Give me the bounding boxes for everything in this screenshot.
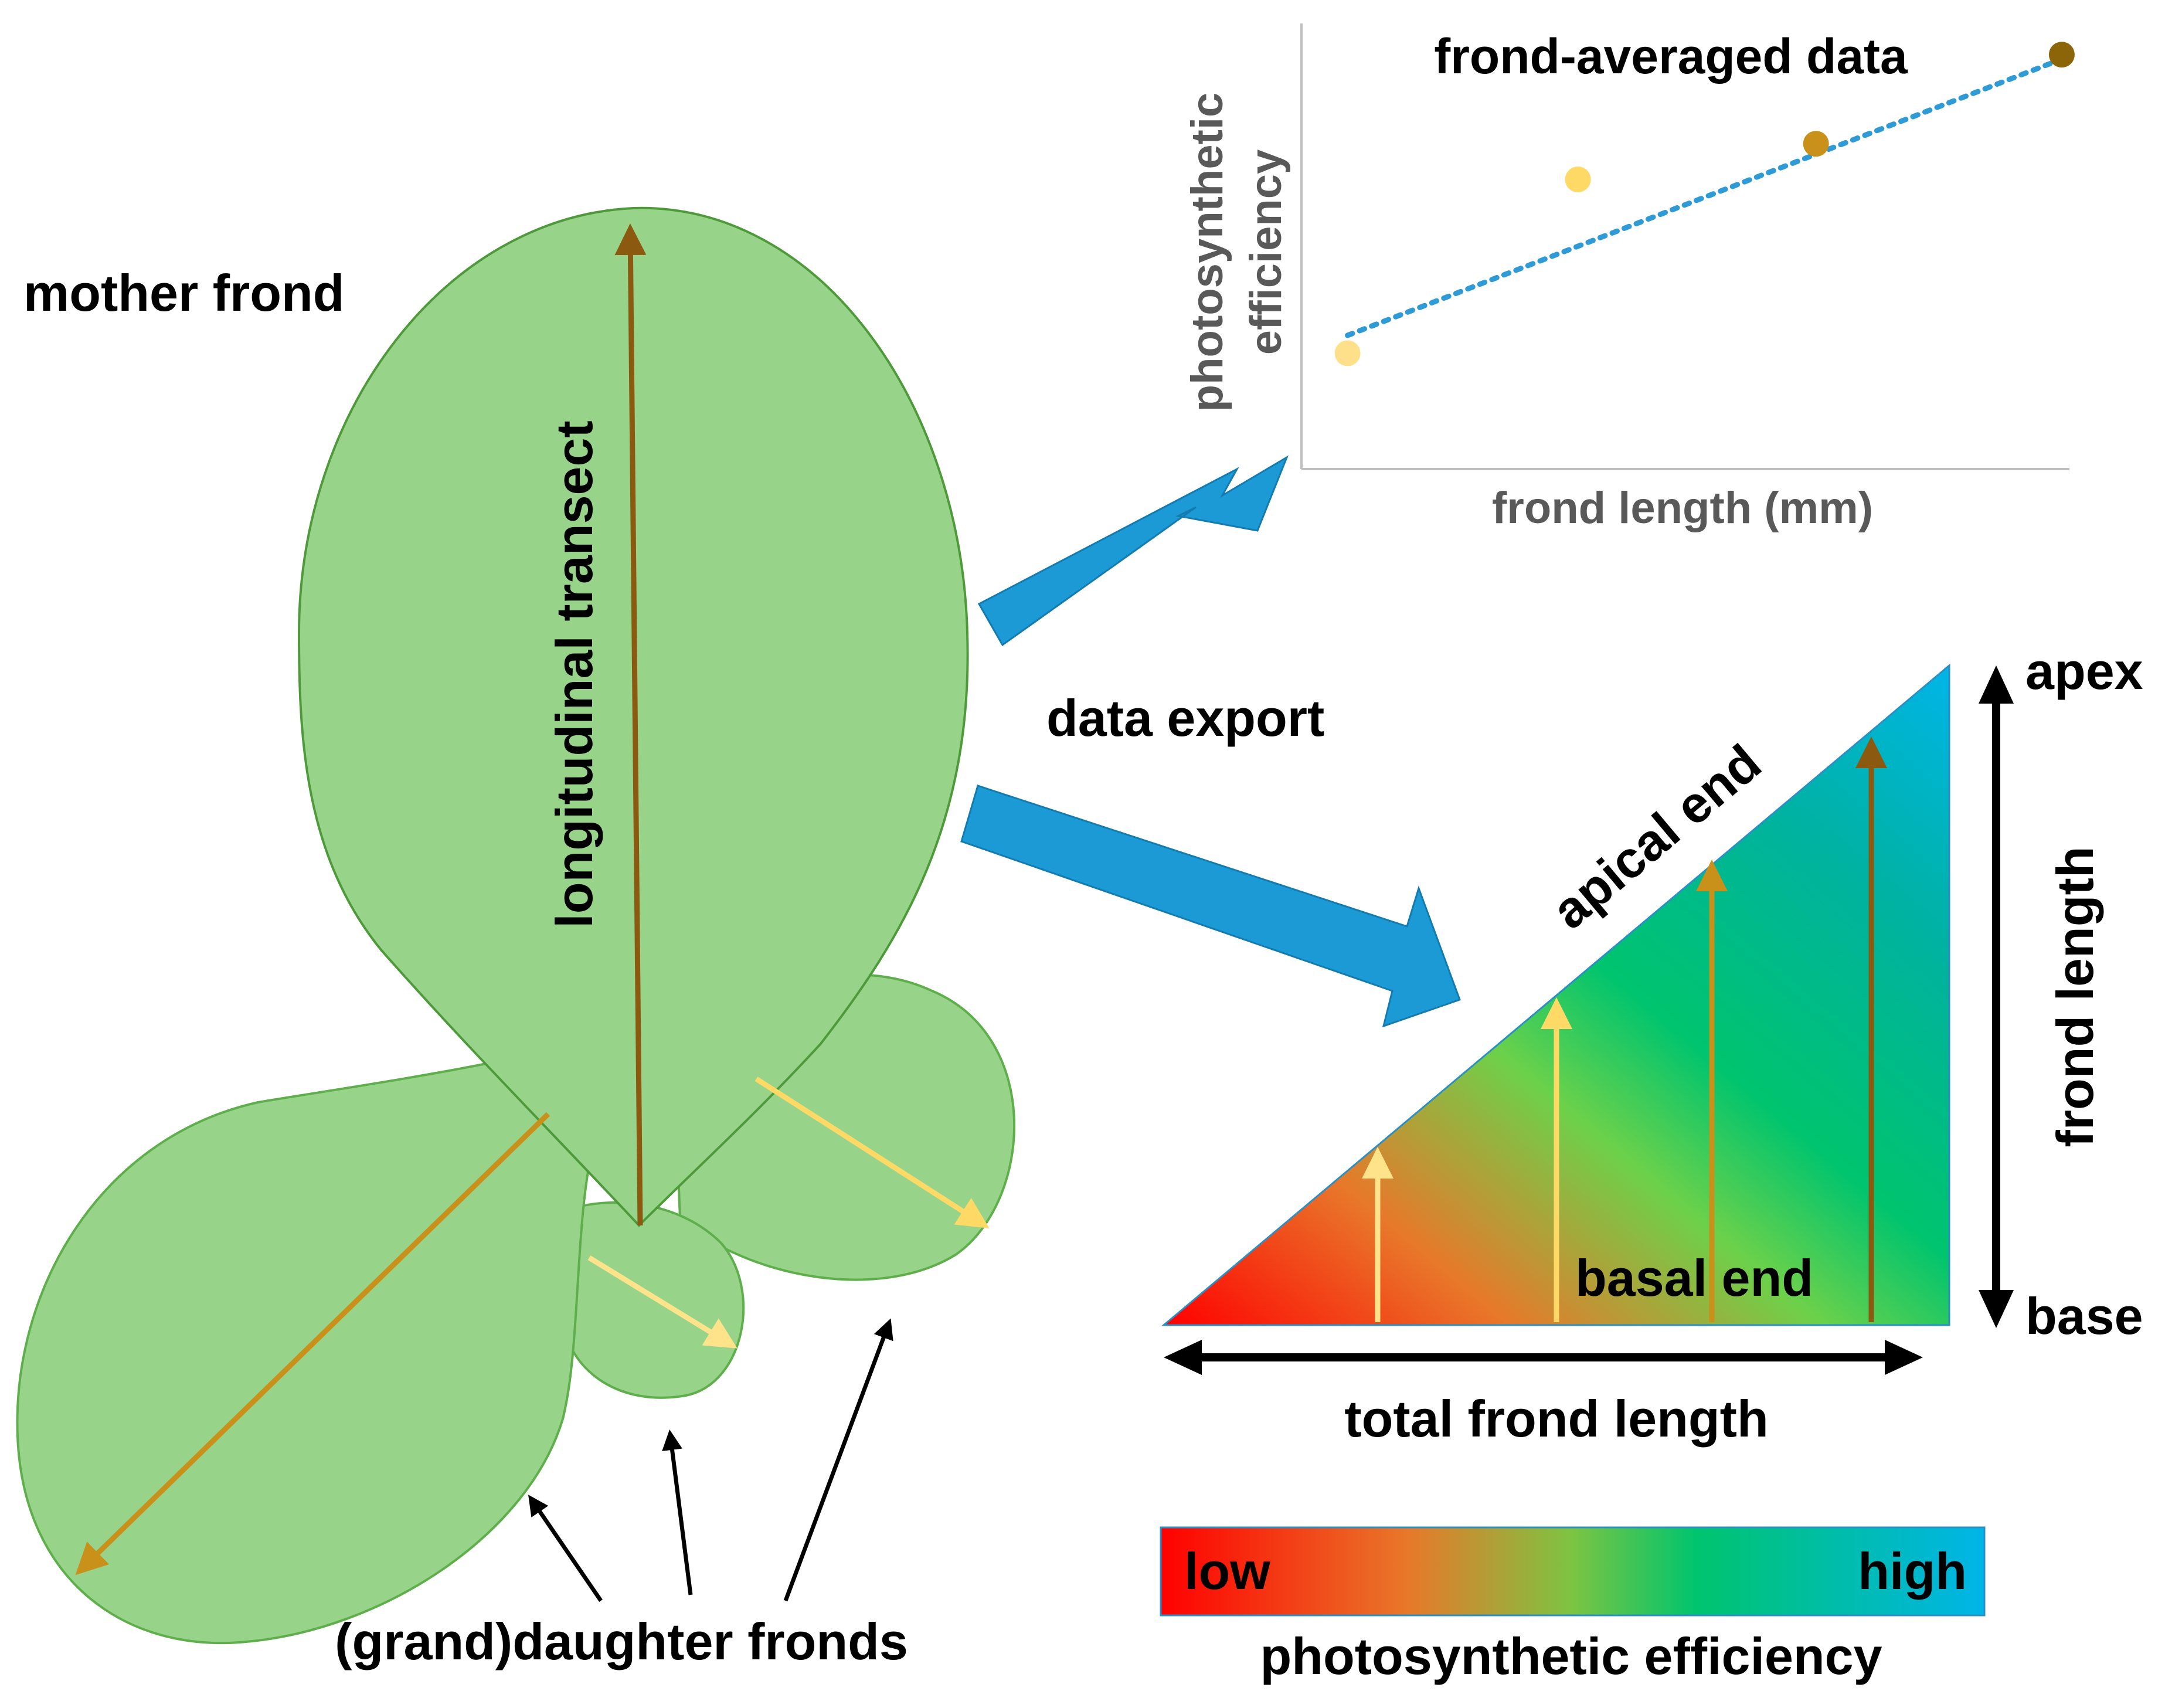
- basal-end-label: basal end: [1575, 1249, 1813, 1307]
- colorbar-high-label: high: [1858, 1542, 1967, 1600]
- total-length-arrowhead-left: [1164, 1340, 1202, 1375]
- chart-trendline: [1345, 56, 2065, 338]
- chart-points: [1334, 42, 2075, 366]
- pointer-arrow-3: [783, 1318, 893, 1602]
- frond-length-triangle: apical end basal end apex base frond len…: [1161, 642, 2143, 1448]
- chart-point-3: [1803, 131, 1829, 157]
- pointer-arrow-1: [528, 1495, 603, 1602]
- total-frond-length-label: total frond length: [1344, 1390, 1768, 1448]
- frond-cluster: [16, 206, 1015, 1645]
- export-arrow-to-triangle: [960, 785, 1461, 1028]
- colorbar-title: photosynthetic efficiency: [1260, 1627, 1882, 1685]
- transect-left-daughter: [75, 1112, 550, 1575]
- colorbar-low-label: low: [1184, 1542, 1270, 1600]
- colorbar-gradient: [1160, 1526, 1986, 1617]
- chart-y-label-line2: efficiency: [1241, 150, 1291, 355]
- data-export-label: data export: [1046, 689, 1324, 747]
- base-label: base: [2025, 1287, 2143, 1345]
- chart-point-4: [2048, 42, 2075, 68]
- frond-averaged-chart: frond-averaged data frond length (mm) ph…: [1182, 23, 2075, 533]
- chart-point-1: [1334, 340, 1361, 366]
- total-length-arrowhead-right: [1885, 1340, 1923, 1375]
- daughter-fronds-label: (grand)daughter fronds: [335, 1612, 908, 1670]
- apex-label: apex: [2025, 642, 2143, 700]
- longitudinal-transect-label: longitudinal transect: [545, 420, 603, 928]
- chart-y-label-line1: photosynthetic: [1182, 93, 1232, 412]
- transect-granddaughter: [587, 1255, 737, 1349]
- efficiency-gradient-triangle: [1161, 663, 1950, 1326]
- mother-frond-label: mother frond: [23, 264, 345, 322]
- frond-length-arrowhead-bottom: [1979, 1290, 2014, 1328]
- export-arrow-to-chart: [977, 455, 1289, 647]
- pointer-arrow-2: [662, 1429, 693, 1595]
- frond-length-label: frond length: [2046, 846, 2104, 1147]
- chart-point-2: [1565, 167, 1591, 192]
- colorbar: low high photosynthetic efficiency: [1160, 1526, 1986, 1685]
- chart-title: frond-averaged data: [1434, 29, 1908, 84]
- frond-length-arrowhead-top: [1979, 665, 2014, 704]
- transect-right-daughter: [754, 1077, 990, 1228]
- chart-x-label: frond length (mm): [1492, 483, 1873, 533]
- transect-mother: [614, 223, 647, 1226]
